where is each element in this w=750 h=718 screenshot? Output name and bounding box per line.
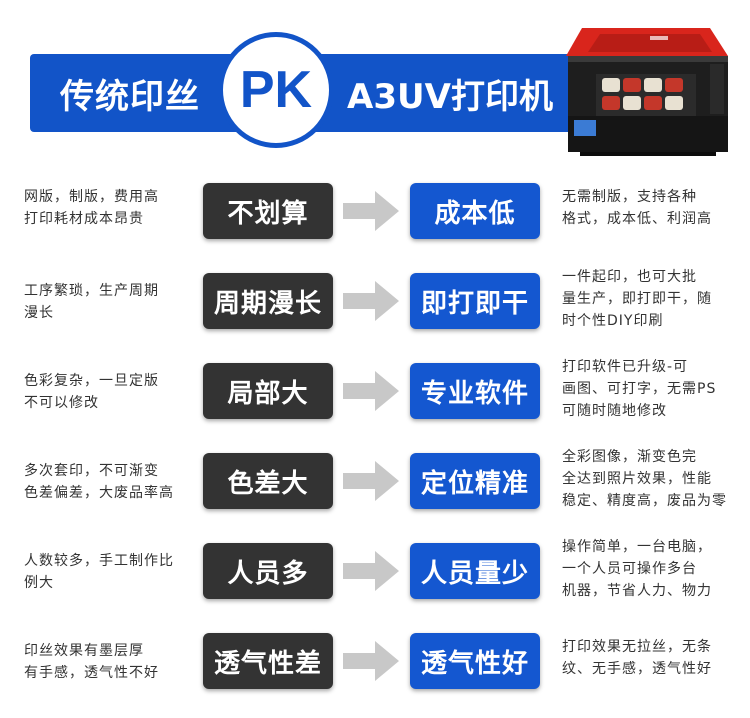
uv-advantage-label: 定位精准 <box>410 453 540 509</box>
traditional-drawback-label: 色差大 <box>203 453 333 509</box>
traditional-description: 人数较多，手工制作比例大 <box>24 553 174 591</box>
comparison-row-4: 多次套印，不可渐变色差偏差，大废品率高 色差大 定位精准 全彩图像，渐变色完全达… <box>0 448 750 518</box>
uv-advantage-label: 透气性好 <box>410 633 540 689</box>
traditional-description: 工序繁琐，生产周期漫长 <box>24 283 159 321</box>
comparison-row-5: 人数较多，手工制作比例大 人员多 人员量少 操作简单，一台电脑，一个人员可操作多… <box>0 538 750 608</box>
uv-advantage-label: 成本低 <box>410 183 540 239</box>
header-right-title: A3UV打印机 <box>347 76 553 117</box>
arrow-right-icon <box>343 191 399 231</box>
traditional-drawback-label: 人员多 <box>203 543 333 599</box>
uv-advantage-label: 即打即干 <box>410 273 540 329</box>
comparison-row-3: 色彩复杂，一旦定版不可以修改 局部大 专业软件 打印软件已升级-可画图、可打字，… <box>0 358 750 428</box>
traditional-drawback-label: 周期漫长 <box>203 273 333 329</box>
arrow-right-icon <box>343 461 399 501</box>
uv-description: 无需制版，支持各种格式，成本低、利润高 <box>562 189 712 227</box>
arrow-right-icon <box>343 551 399 591</box>
traditional-description: 色彩复杂，一旦定版不可以修改 <box>24 373 159 411</box>
uv-description: 操作简单，一台电脑，一个人员可操作多台机器，节省人力、物力 <box>562 539 712 599</box>
arrow-right-icon <box>343 281 399 321</box>
uv-advantage-label: 人员量少 <box>410 543 540 599</box>
traditional-description: 印丝效果有墨层厚有手感，透气性不好 <box>24 643 159 681</box>
arrow-right-icon <box>343 371 399 411</box>
uv-description: 打印效果无拉丝，无条纹、无手感，透气性好 <box>562 639 712 677</box>
traditional-drawback-label: 局部大 <box>203 363 333 419</box>
comparison-row-2: 工序繁琐，生产周期漫长 周期漫长 即打即干 一件起印，也可大批量生产，即打即干，… <box>0 268 750 338</box>
uv-printer-image <box>566 28 728 156</box>
traditional-drawback-label: 透气性差 <box>203 633 333 689</box>
uv-description: 一件起印，也可大批量生产，即打即干，随时个性DIY印刷 <box>562 269 712 329</box>
arrow-right-icon <box>343 641 399 681</box>
traditional-description: 网版，制版，费用高打印耗材成本昂贵 <box>24 189 159 227</box>
uv-description: 全彩图像，渐变色完全达到照片效果，性能稳定、精度高，废品为零 <box>562 449 727 509</box>
traditional-description: 多次套印，不可渐变色差偏差，大废品率高 <box>24 463 174 501</box>
traditional-drawback-label: 不划算 <box>203 183 333 239</box>
header-left-title: 传统印丝 <box>60 76 200 117</box>
uv-advantage-label: 专业软件 <box>410 363 540 419</box>
pk-badge: PK <box>218 32 334 148</box>
comparison-row-6: 印丝效果有墨层厚有手感，透气性不好 透气性差 透气性好 打印效果无拉丝，无条纹、… <box>0 628 750 698</box>
comparison-row-1: 网版，制版，费用高打印耗材成本昂贵 不划算 成本低 无需制版，支持各种格式，成本… <box>0 178 750 248</box>
